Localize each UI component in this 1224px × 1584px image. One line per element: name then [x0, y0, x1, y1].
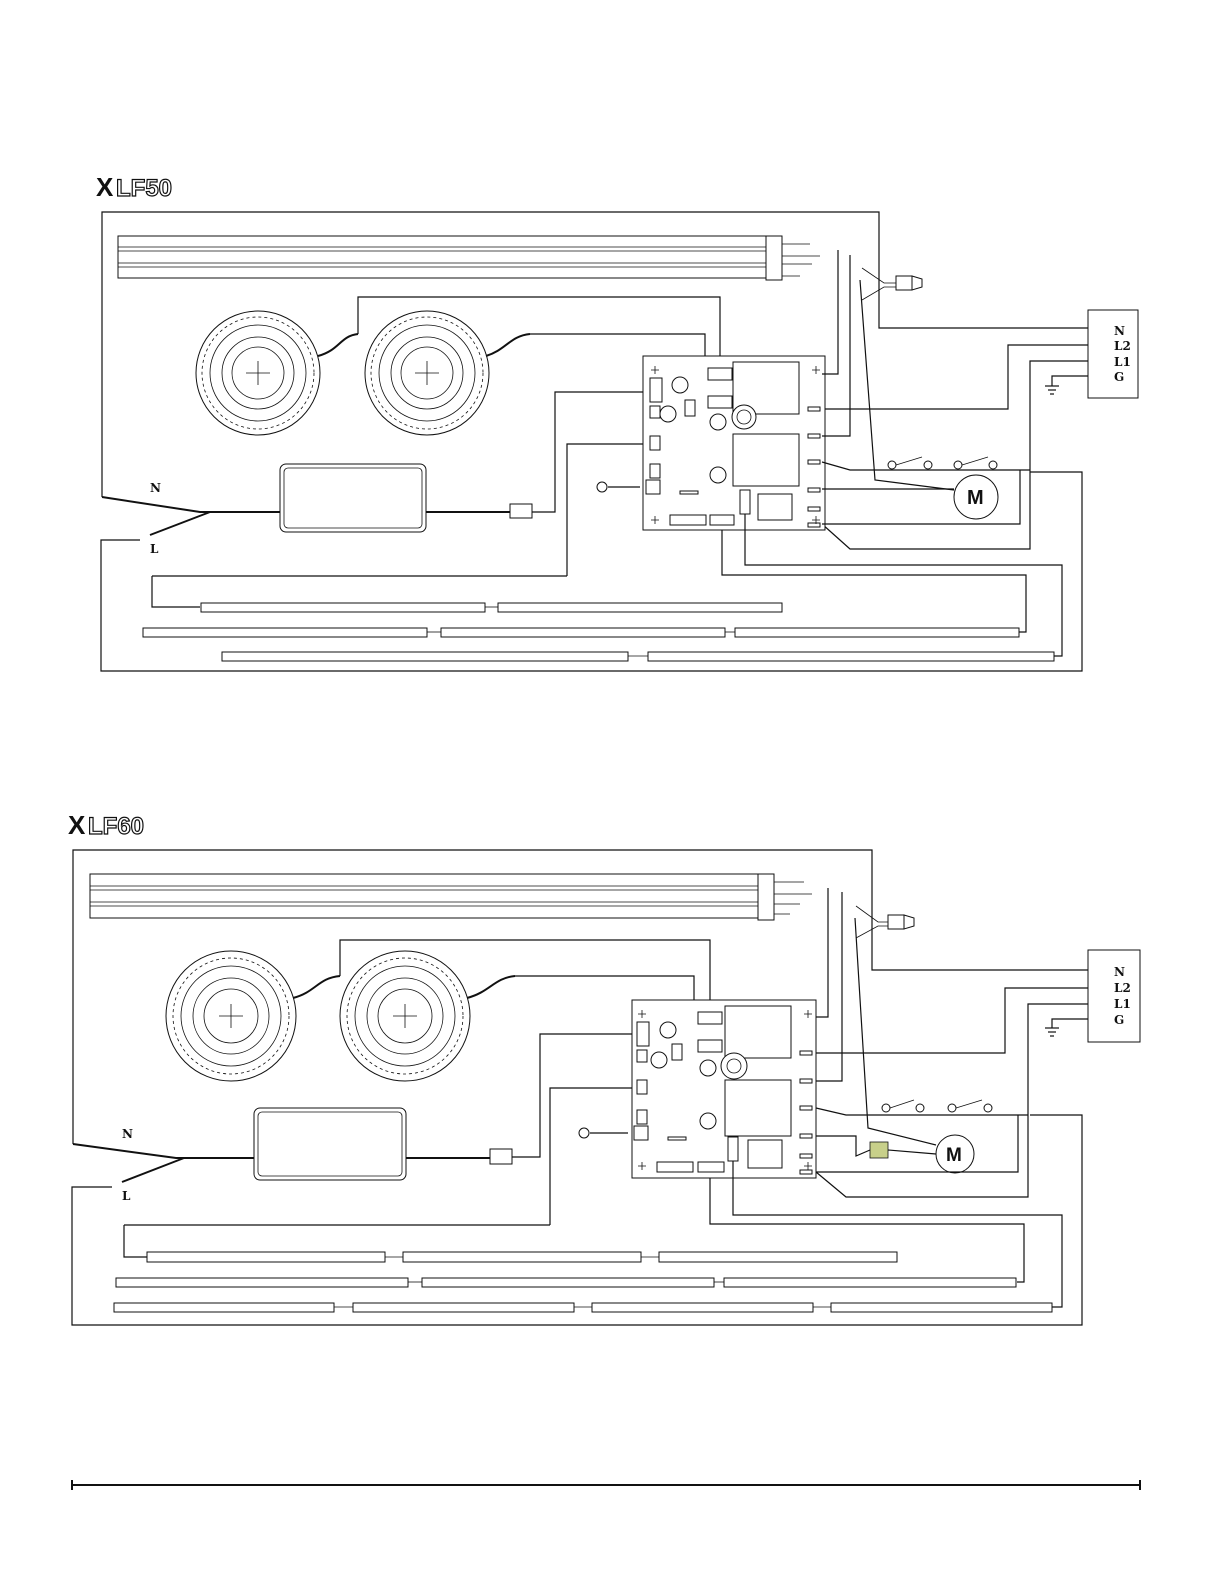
xlf60-led-strips — [114, 1252, 1052, 1312]
xlf50-blower-fan-right — [365, 311, 489, 435]
xlf60-inline-connector — [856, 906, 914, 938]
xlf50-led-strips — [143, 603, 1054, 661]
xlf50-line-loop — [101, 472, 1082, 671]
xlf50-terminal-l2: L2 — [1114, 339, 1131, 353]
xlf60-terminal-n: N — [1114, 965, 1125, 979]
xlf60-cord-label-l: L — [122, 1189, 131, 1203]
motor-icon: M — [954, 475, 998, 519]
xlf50-l2-wire — [822, 345, 1088, 409]
xlf50-cord-label-l: L — [150, 542, 159, 556]
motor-icon: M — [936, 1135, 974, 1173]
led-strip — [659, 1252, 897, 1262]
xlf50-board-to-burner — [822, 250, 838, 374]
xlf60-blower-fan-left — [166, 951, 296, 1081]
xlf50-switch-contacts — [888, 457, 997, 469]
led-strip — [735, 628, 1019, 637]
xlf50-control-board — [643, 356, 825, 530]
xlf60-blower-fan-right — [340, 951, 470, 1081]
led-strip — [147, 1252, 385, 1262]
led-strip — [114, 1303, 334, 1312]
xlf60-fan-wire-left — [293, 976, 340, 998]
xlf50-blower-fan-left — [196, 311, 320, 435]
xlf60-motor-feed — [855, 918, 936, 1145]
xlf50-title-prefix: X — [96, 172, 114, 202]
xlf60-led-feed-1 — [550, 1088, 632, 1225]
xlf50-dc-to-board — [532, 392, 643, 512]
xlf60-sensor-icon — [579, 1128, 589, 1138]
xlf50-led-feed-2 — [722, 530, 1026, 632]
xlf60-relay-highlight — [870, 1142, 888, 1158]
led-strip — [403, 1252, 641, 1262]
led-strip — [116, 1278, 408, 1287]
xlf50-dc-plug — [510, 504, 532, 518]
xlf50-cord-l — [150, 512, 210, 535]
xlf50-cord-n — [102, 497, 280, 512]
xlf60-terminal-l1: L1 — [1114, 997, 1131, 1011]
xlf50-inline-connector — [862, 268, 922, 300]
xlf60-dc-plug — [490, 1149, 512, 1164]
xlf50-terminal-l1: L1 — [1114, 355, 1131, 369]
xlf60-l2-wire — [815, 988, 1088, 1053]
xlf60-diagram: X LF60 N L2 L1 G — [68, 810, 1140, 1325]
xlf50-title: LF50 — [116, 175, 172, 202]
xlf60-terminal-g: G — [1114, 1013, 1124, 1027]
xlf60-dc-to-board — [512, 1034, 632, 1157]
led-strip — [498, 603, 782, 612]
ground-icon — [1045, 386, 1059, 394]
xlf50-ground-wire — [1052, 376, 1088, 386]
xlf50-led-feed-1b — [152, 576, 567, 607]
footer-rule — [72, 1480, 1140, 1490]
xlf60-ground-wire — [1052, 1019, 1088, 1028]
xlf60-motor-wires — [816, 1115, 1018, 1172]
xlf50-terminal-g: G — [1114, 370, 1124, 384]
xlf60-cord-label-n: N — [122, 1127, 133, 1141]
xlf50-fan-wire-left — [318, 334, 358, 356]
xlf60-title: LF60 — [88, 813, 144, 840]
xlf60-cord-n — [73, 1144, 254, 1158]
svg-text:M: M — [946, 1145, 962, 1166]
led-strip — [422, 1278, 714, 1287]
xlf60-board-to-burner — [816, 888, 828, 1017]
xlf50-l1-wire — [822, 361, 1088, 549]
xlf60-burner-tube — [90, 874, 812, 920]
xlf60-terminal-block: N L2 L1 G — [1088, 950, 1140, 1042]
xlf60-terminal-l2: L2 — [1114, 981, 1131, 995]
xlf50-power-supply — [280, 464, 426, 532]
xlf50-led-feed-1 — [567, 444, 643, 576]
xlf60-power-supply — [254, 1108, 406, 1180]
xlf60-control-board — [632, 1000, 816, 1178]
xlf50-terminal-block: N L2 L1 G — [1088, 310, 1138, 398]
ground-icon — [1045, 1028, 1059, 1036]
led-strip — [831, 1303, 1052, 1312]
xlf60-switch-contacts — [882, 1100, 992, 1112]
xlf50-burner-tube — [118, 236, 820, 280]
led-strip — [441, 628, 725, 637]
xlf50-terminal-n: N — [1114, 324, 1125, 338]
xlf60-line-loop — [72, 1115, 1082, 1325]
xlf50-diagram: X LF50 N L2 L1 G — [96, 172, 1138, 671]
led-strip — [143, 628, 427, 637]
svg-text:M: M — [967, 487, 984, 509]
led-strip — [353, 1303, 574, 1312]
led-strip — [592, 1303, 813, 1312]
xlf50-motor-feed — [860, 280, 954, 490]
xlf50-cord-label-n: N — [150, 481, 161, 495]
xlf60-title-prefix: X — [68, 810, 86, 840]
led-strip — [724, 1278, 1016, 1287]
led-strip — [201, 603, 485, 612]
xlf60-fan-wire-right — [467, 976, 515, 998]
xlf60-led-feed-2 — [710, 1178, 1024, 1282]
led-strip — [648, 652, 1054, 661]
xlf50-fan-wire-right — [486, 334, 530, 356]
xlf50-sensor-icon — [597, 482, 607, 492]
xlf60-cord-l — [122, 1158, 184, 1182]
led-strip — [222, 652, 628, 661]
